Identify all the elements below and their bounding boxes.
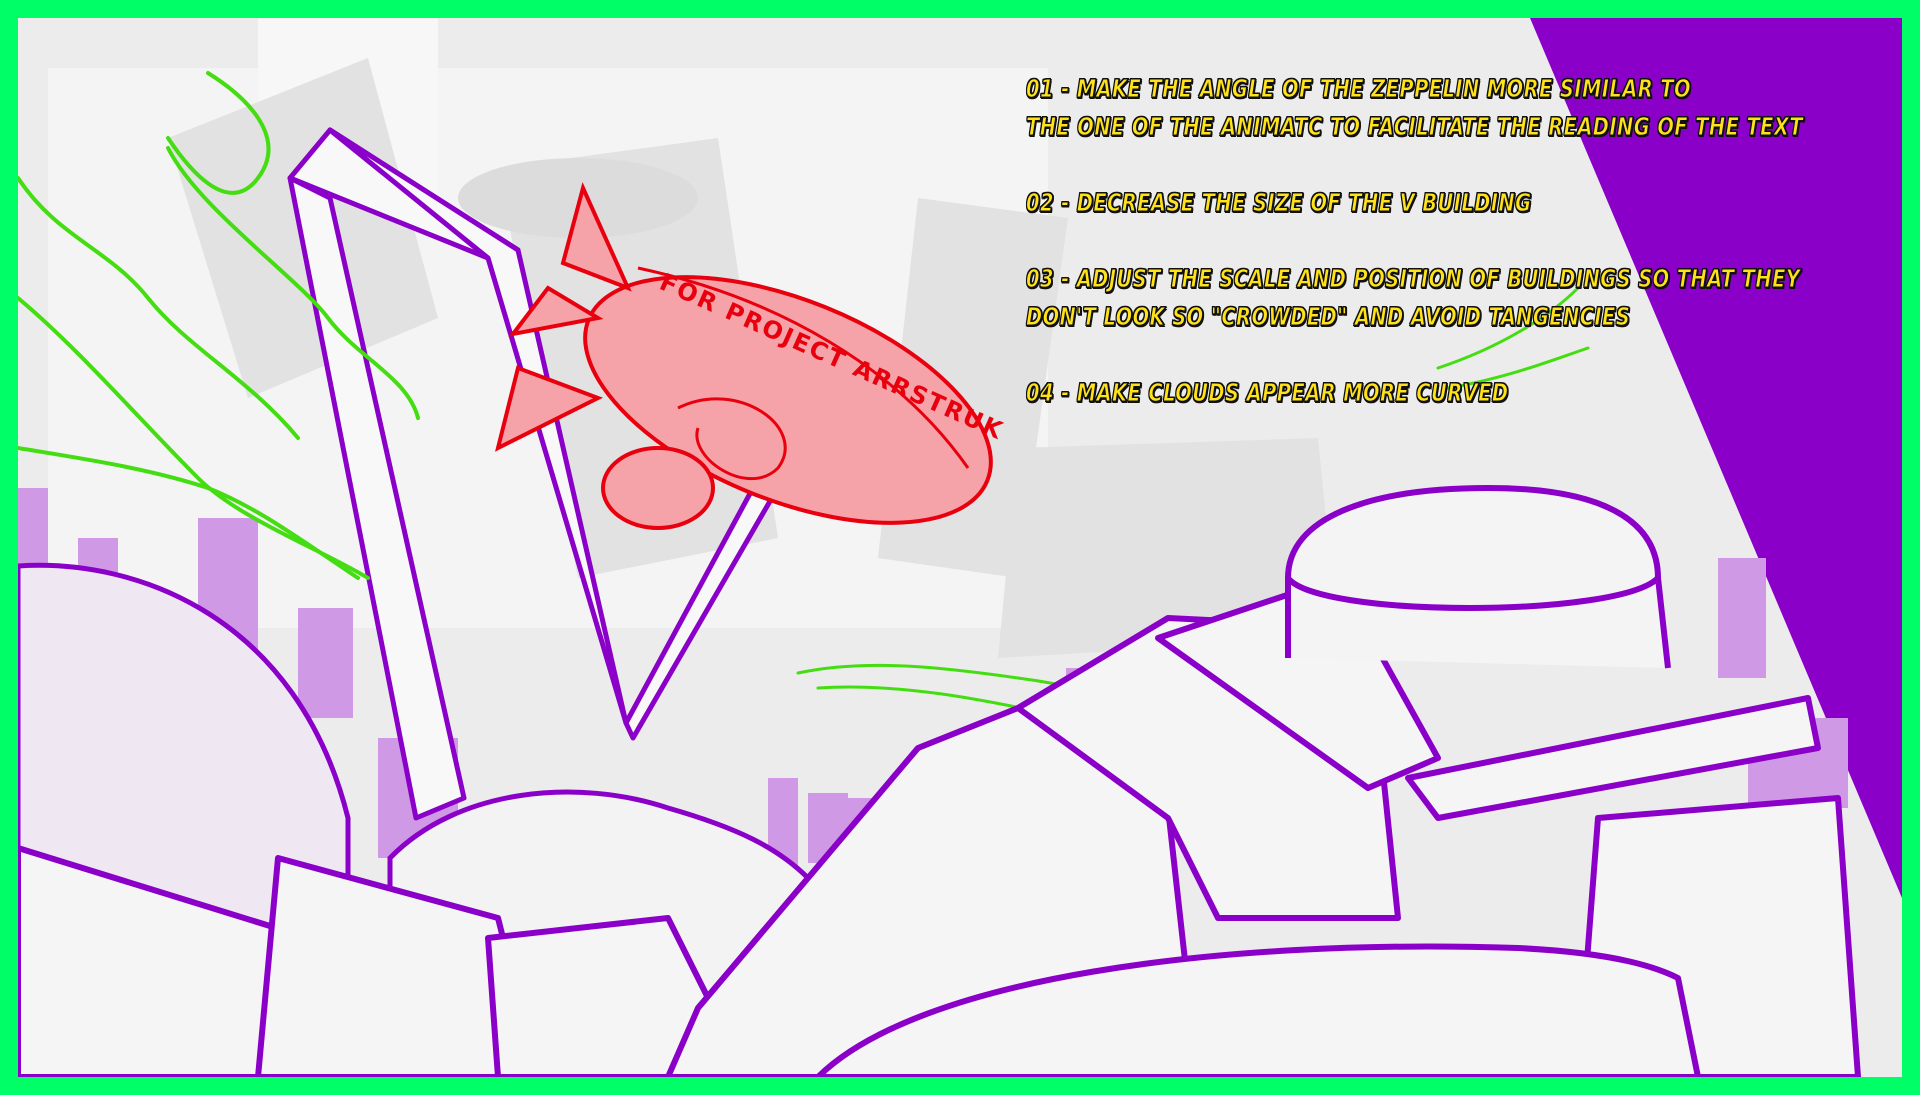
foreground-buildings — [18, 575, 1861, 1077]
v-building — [287, 127, 776, 821]
storyboard-sketch: FOR PROJECT ARRSTRUK — [18, 18, 1902, 1077]
note-1-line-1: 01 - MAKE THE ANGLE OF THE ZEPPELIN MORE… — [1026, 74, 1691, 104]
note-1-line-2: THE ONE OF THE ANIMATC TO FACILITATE THE… — [1026, 112, 1803, 142]
note-3: 03 - ADJUST THE SCALE AND POSITION OF BU… — [1026, 260, 1801, 336]
revision-notes: 01 - MAKE THE ANGLE OF THE ZEPPELIN MORE… — [1026, 70, 1803, 450]
note-4-line-1: 04 - MAKE CLOUDS APPEAR MORE CURVED — [1026, 378, 1509, 408]
note-4: 04 - MAKE CLOUDS APPEAR MORE CURVED — [1026, 374, 1666, 412]
round-tower — [1285, 484, 1671, 669]
note-2: 02 - DECREASE THE SIZE OF THE V BUILDING — [1026, 184, 1666, 222]
note-1: 01 - MAKE THE ANGLE OF THE ZEPPELIN MORE… — [1026, 70, 1803, 146]
cloud-scribbles — [18, 71, 1590, 720]
note-2-line-1: 02 - DECREASE THE SIZE OF THE V BUILDING — [1026, 188, 1532, 218]
note-3-line-1: 03 - ADJUST THE SCALE AND POSITION OF BU… — [1026, 264, 1801, 294]
note-3-line-2: DON'T LOOK SO "CROWDED" AND AVOID TANGEN… — [1026, 302, 1631, 332]
purple-side-panel — [1530, 18, 1902, 898]
